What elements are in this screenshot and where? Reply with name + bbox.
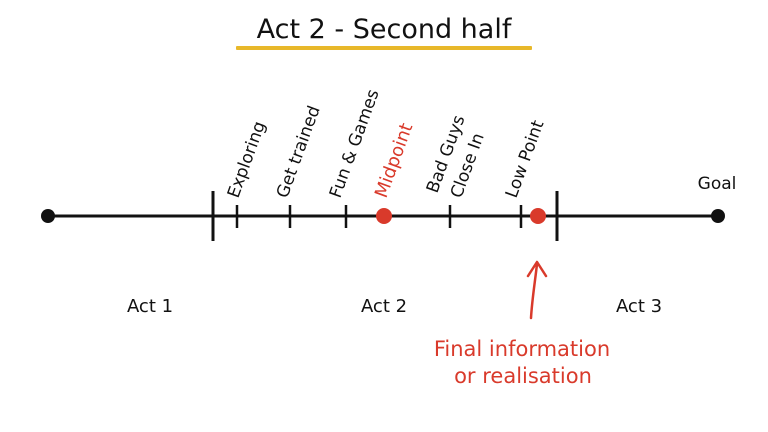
annotation-arrow: [529, 262, 539, 320]
annotation-line2: or realisation: [454, 364, 592, 388]
act2-label: Act 2: [361, 296, 407, 317]
timeline-end-dot: [711, 209, 725, 223]
annotation-arrowhead: [526, 260, 548, 278]
beat-label-low-point: Low Point: [502, 117, 549, 200]
beat-label-exploring: Exploring: [224, 119, 270, 201]
goal-label: Goal: [698, 174, 737, 194]
midpoint-dot: [376, 208, 392, 224]
beat-label-get-trained: Get trained: [273, 103, 325, 201]
diagram-title: Act 2 - Second half: [257, 14, 513, 45]
act3-label: Act 3: [616, 296, 662, 317]
act1-label: Act 1: [127, 296, 173, 317]
title-underline: [236, 46, 532, 50]
final-information-dot: [530, 208, 546, 224]
timeline-start-dot: [41, 209, 55, 223]
beat-label-midpoint: Midpoint: [371, 120, 417, 200]
annotation-line1: Final information: [434, 337, 610, 361]
